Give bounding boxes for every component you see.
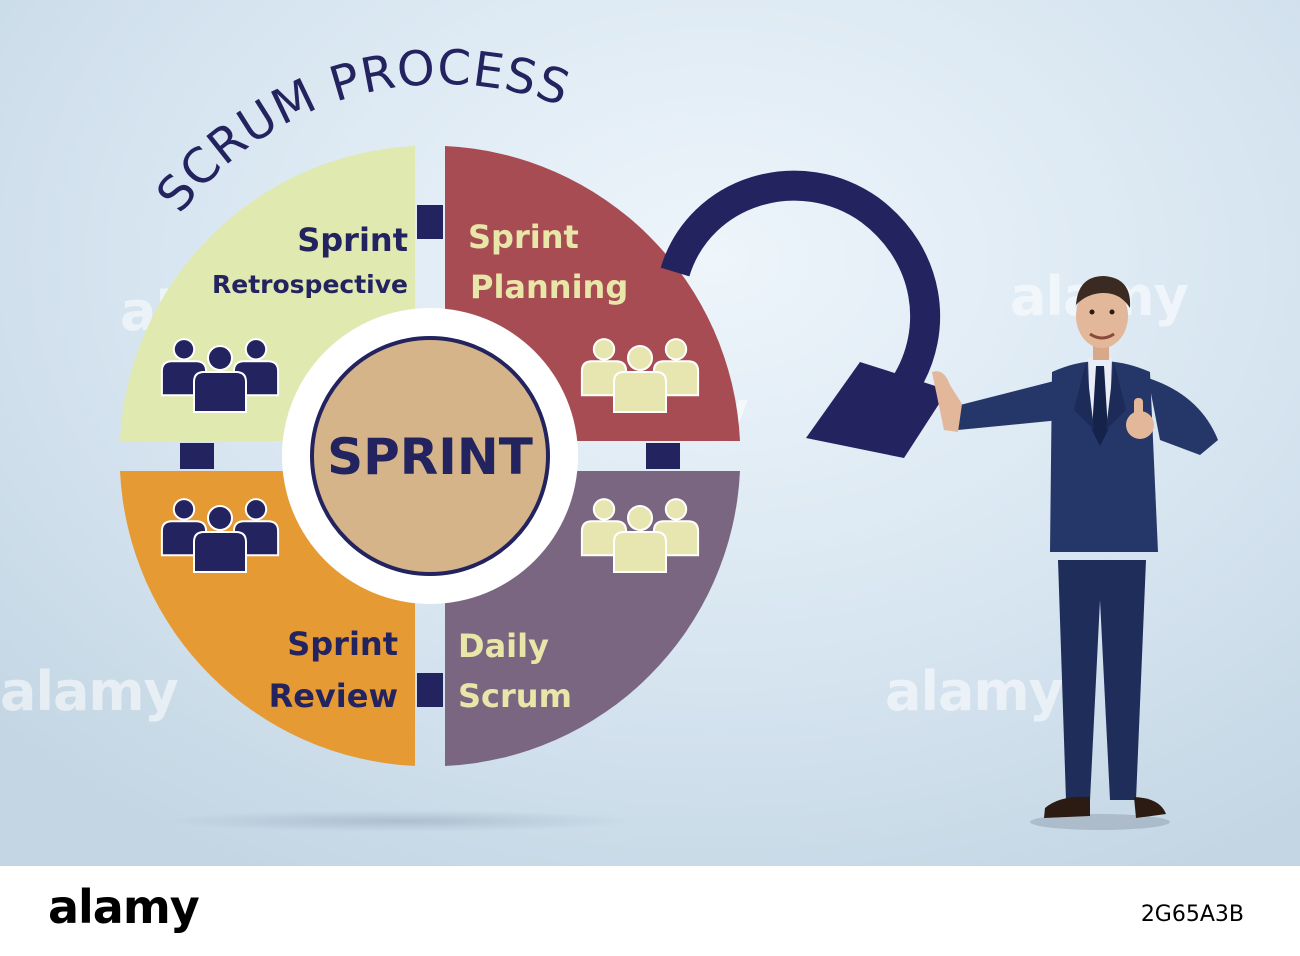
center-circle xyxy=(310,336,550,576)
connector-right xyxy=(646,443,680,469)
team-icon xyxy=(580,498,700,573)
brand-logo: alamy xyxy=(48,880,200,934)
review-label-line2: Review xyxy=(269,677,398,715)
planning-label-line1: Sprint xyxy=(468,218,579,256)
connector-left xyxy=(180,443,214,469)
planning-label-line2: Planning xyxy=(470,268,628,306)
team-icon xyxy=(160,338,280,413)
scrum-diagram: SCRUM PROCESS SPRINT Sprint Retrospectiv… xyxy=(120,40,1218,830)
retrospective-label-line1: Sprint xyxy=(297,221,408,259)
team-icon xyxy=(160,498,280,573)
cycle-arrow-icon xyxy=(660,170,948,458)
center-label: SPRINT xyxy=(327,428,533,486)
watermark: alamy xyxy=(0,660,179,723)
connector-bottom xyxy=(417,673,443,707)
diagram-shadow xyxy=(160,810,640,832)
team-icon xyxy=(580,338,700,413)
footer-bar: alamy 2G65A3B xyxy=(0,866,1300,956)
businessman-figure xyxy=(932,276,1218,830)
connector-top xyxy=(417,205,443,239)
retrospective-label-line2: Retrospective xyxy=(212,270,408,299)
daily-label-line2: Scrum xyxy=(458,677,572,715)
illustration-stage: alamy alamy alamy alamy alamy SCRUM PROC… xyxy=(0,0,1300,866)
image-id: 2G65A3B xyxy=(1140,902,1244,927)
watermark: alamy xyxy=(885,660,1064,723)
review-label-line1: Sprint xyxy=(287,625,398,663)
daily-label-line1: Daily xyxy=(458,627,549,665)
